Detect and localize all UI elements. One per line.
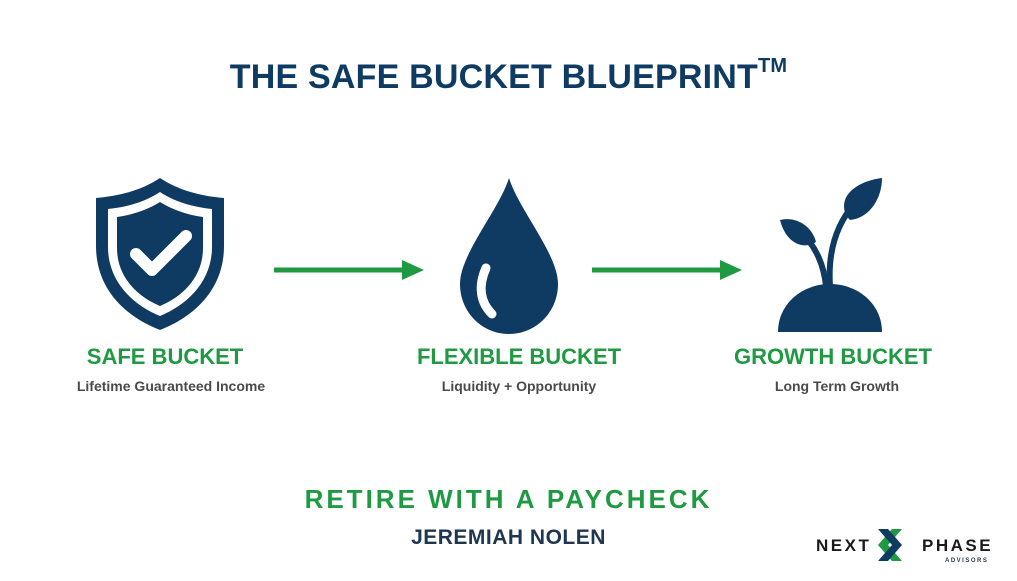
shield-check-icon (94, 176, 226, 332)
author-name: JEREMIAH NOLEN (411, 526, 606, 549)
logo-word-left: NEXT (816, 536, 872, 555)
logo-chevron-icon (876, 526, 920, 564)
arrow-right-icon (274, 258, 426, 282)
title-text: THE SAFE BUCKET BLUEPRINT (229, 58, 758, 96)
sprout-icon (774, 176, 888, 334)
page-title: THE SAFE BUCKET BLUEPRINTTM (0, 54, 1017, 97)
trademark-mark: TM (757, 54, 788, 77)
next-phase-logo: NEXT PHASE ADVISORS (812, 522, 1002, 570)
water-drop-icon (456, 176, 562, 336)
tagline: RETIRE WITH A PAYCHECK (304, 484, 713, 514)
bucket-name-safe: SAFE BUCKET (86, 344, 244, 369)
bucket-subtitle-safe: Lifetime Guaranteed Income (76, 378, 266, 394)
bucket-subtitle-growth: Long Term Growth (774, 378, 900, 394)
logo-word-right: PHASE (922, 536, 994, 555)
bucket-name-flexible: FLEXIBLE BUCKET (416, 344, 622, 369)
bucket-name-growth: GROWTH BUCKET (734, 344, 932, 369)
bucket-subtitle-flexible: Liquidity + Opportunity (441, 378, 597, 394)
arrow-right-icon (592, 258, 744, 282)
logo-subtitle: ADVISORS (945, 558, 989, 564)
